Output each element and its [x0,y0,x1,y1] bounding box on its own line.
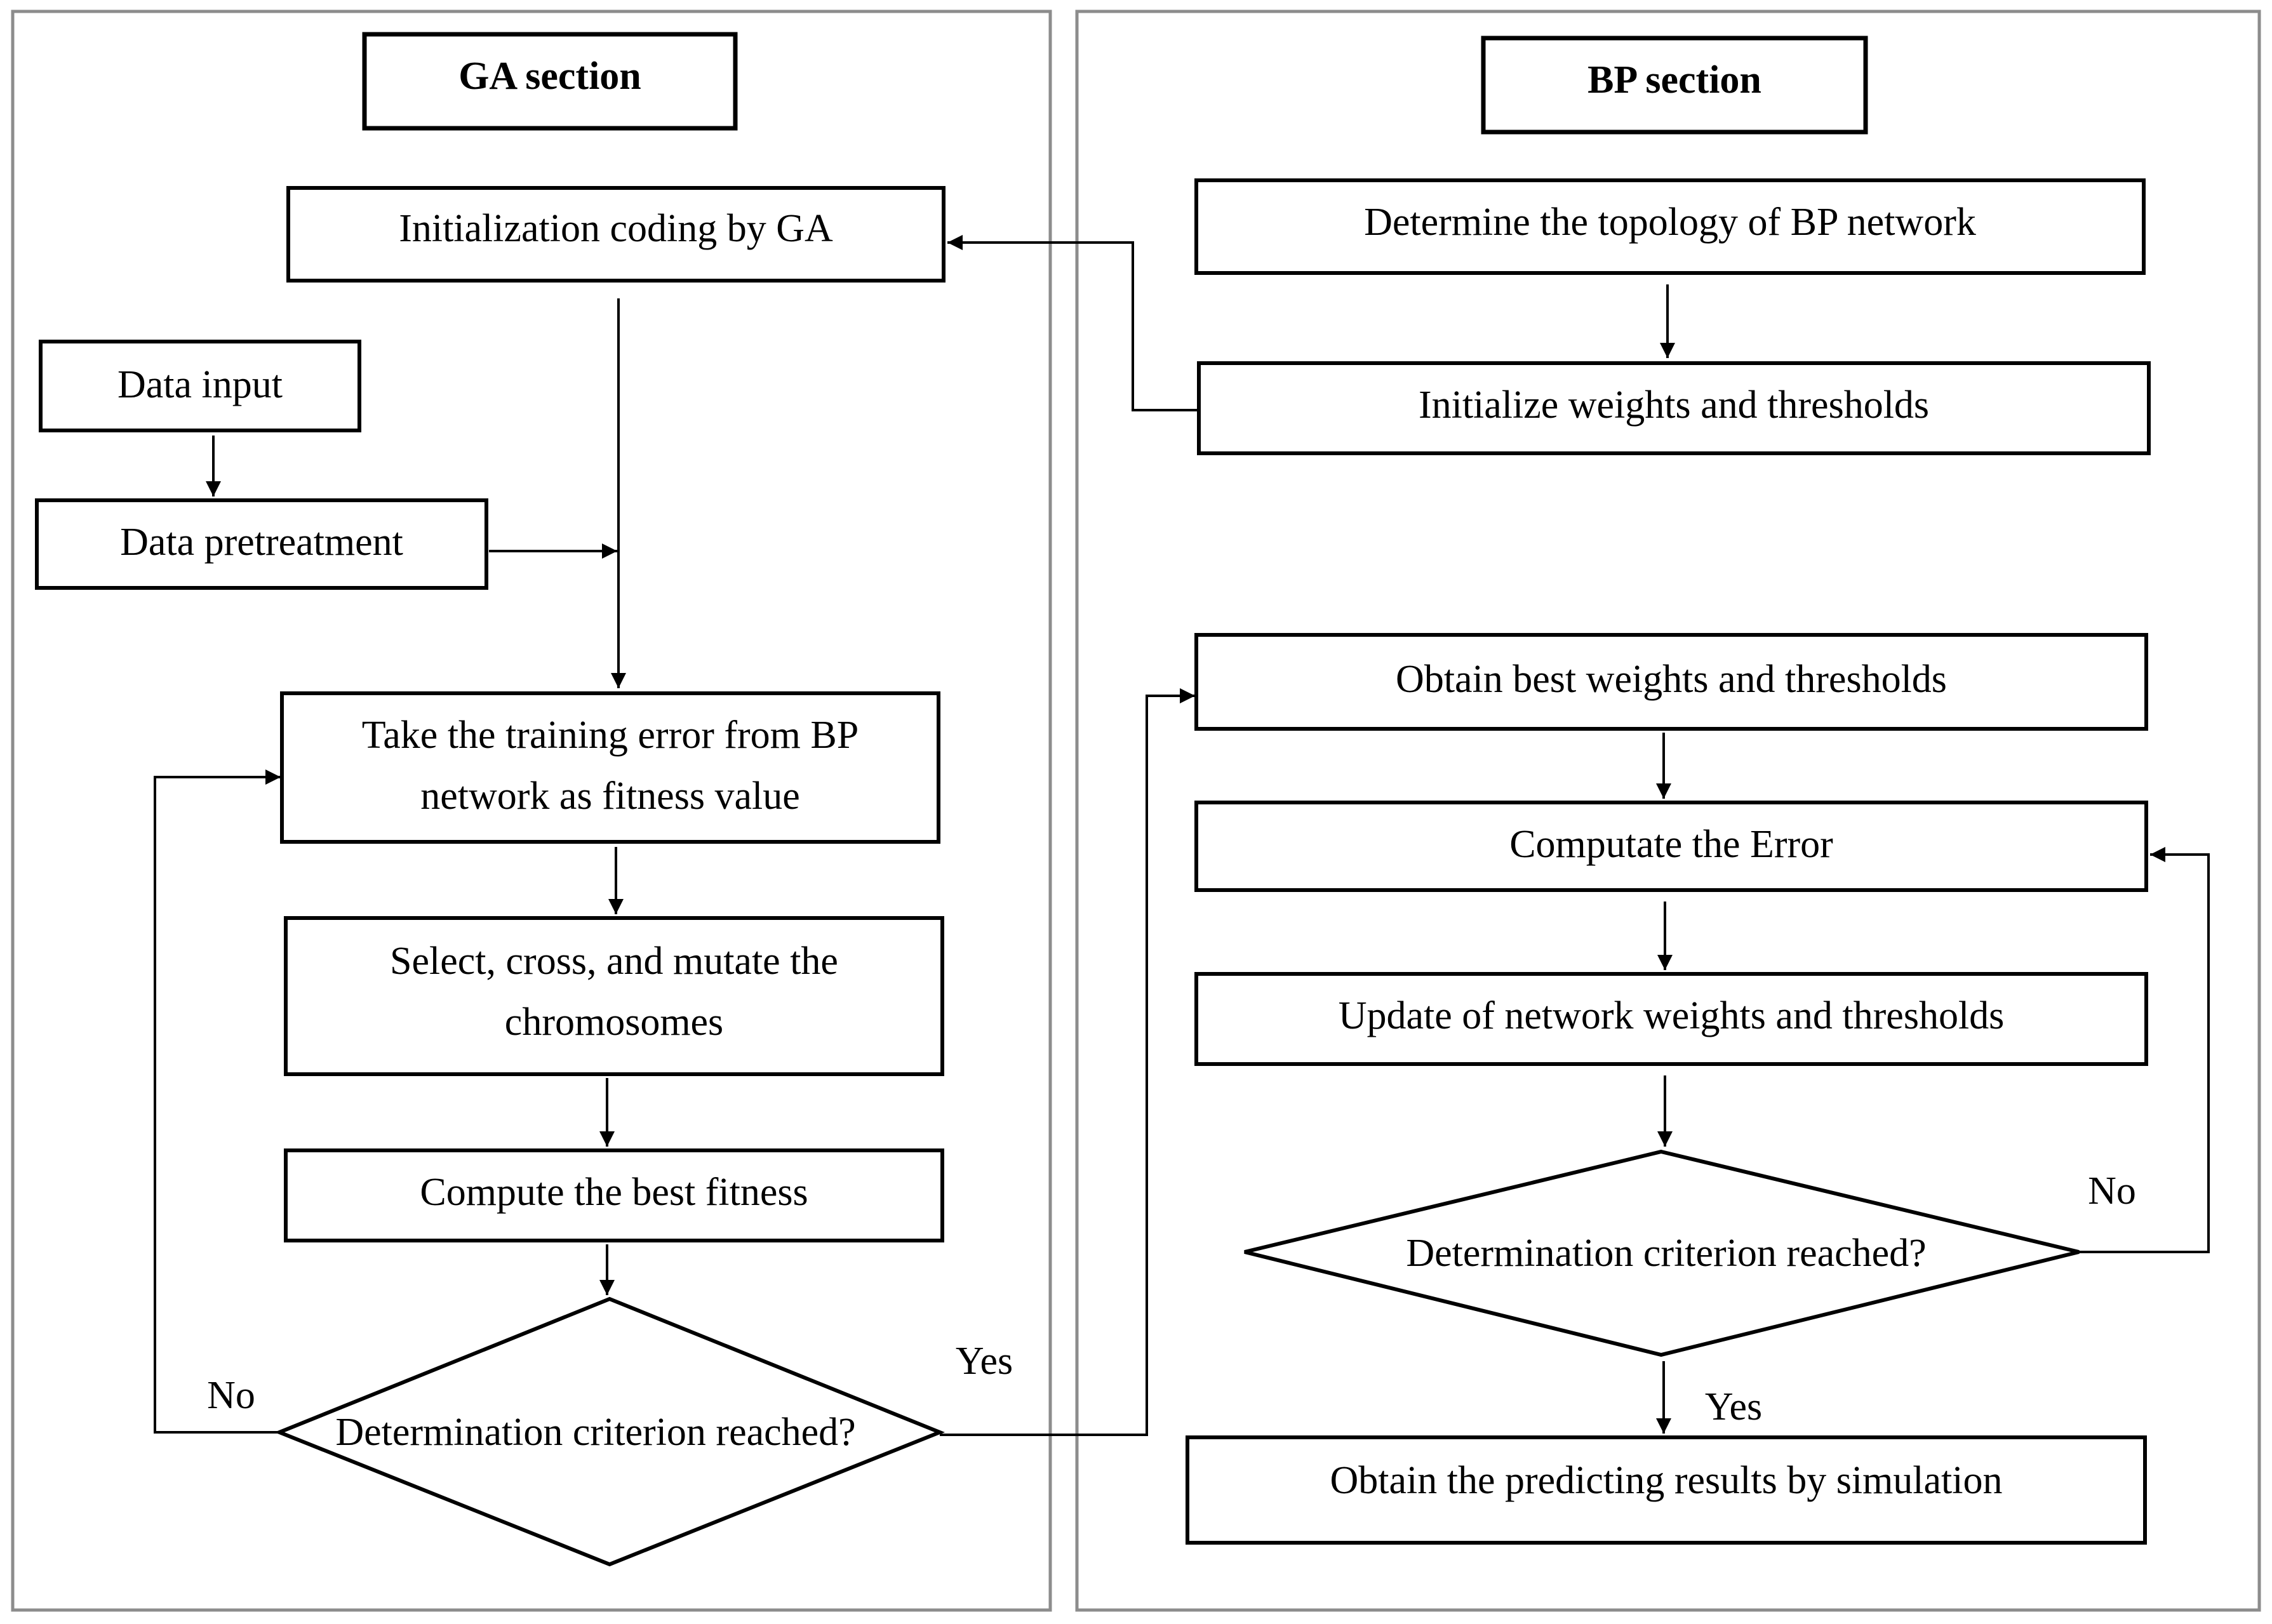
bp-no-label: No [2088,1169,2136,1213]
ga-header: GA section [362,32,738,131]
best-weights-box: Obtain best weights and thresholds [1194,633,2148,731]
ga-decision-diamond: Determination criterion reached? [274,1296,946,1567]
svg-text:Take the training error from B: Take the training error from BP [362,714,859,757]
fitness-value-box: Take the training error from BP network … [280,691,940,844]
ga-no-label: No [207,1374,255,1417]
svg-text:Determination criterion reache: Determination criterion reached? [335,1411,855,1454]
bp-connectors [1656,284,2210,1434]
svg-text:Select, cross, and mutate the: Select, cross, and mutate the [390,940,838,983]
svg-text:BP section: BP section [1587,58,1761,102]
bp-section-panel [1075,10,2261,1612]
select-cross-mutate-box: Select, cross, and mutate the chromosome… [284,916,944,1076]
bp-header: BP section [1481,36,1868,135]
svg-text:chromosomes: chromosomes [505,1001,723,1044]
svg-text:Determine the topology of BP n: Determine the topology of BP network [1364,201,1976,244]
update-weights-box: Update of network weights and thresholds [1194,972,2148,1066]
svg-text:Initialize weights and thresh: Initialize weights and thresholds [1419,383,1929,427]
best-fitness-box: Compute the best fitness [284,1148,944,1242]
svg-text:network as fitness value: network as fitness value [420,775,799,818]
svg-text:Update of network weights and: Update of network weights and thresholds [1339,994,2005,1037]
ga-connectors [154,235,1198,1436]
svg-text:Determination criterion reache: Determination criterion reached? [1406,1232,1926,1275]
svg-text:GA section: GA section [458,55,641,98]
svg-text:Obtain best weights and thres: Obtain best weights and thresholds [1396,658,1947,701]
svg-text:Obtain the predicting results: Obtain the predicting results by simulat… [1330,1459,2003,1502]
svg-text:Initialization coding by GA: Initialization coding by GA [399,207,833,250]
compute-error-box: Computate the Error [1194,801,2148,892]
svg-text:Data input: Data input [117,363,283,406]
bp-yes-label: Yes [1705,1385,1762,1428]
ga-yes-label: Yes [956,1340,1013,1383]
svg-text:Computate the Error: Computate the Error [1509,823,1833,866]
bp-decision-diamond: Determination criterion reached? [1244,1149,2080,1357]
svg-text:Data pretreatment: Data pretreatment [120,521,403,564]
init-coding-box: Initialization coding by GA [286,186,946,283]
data-input-box: Data input [39,340,361,432]
init-weights-box: Initialize weights and thresholds [1197,361,2151,455]
ga-section-panel [11,10,1052,1612]
results-box: Obtain the predicting results by simulat… [1186,1435,2147,1545]
data-pretreatment-box: Data pretreatment [35,498,488,590]
svg-text:Compute the best fitness: Compute the best fitness [420,1171,808,1214]
topology-box: Determine the topology of BP network [1194,178,2146,275]
